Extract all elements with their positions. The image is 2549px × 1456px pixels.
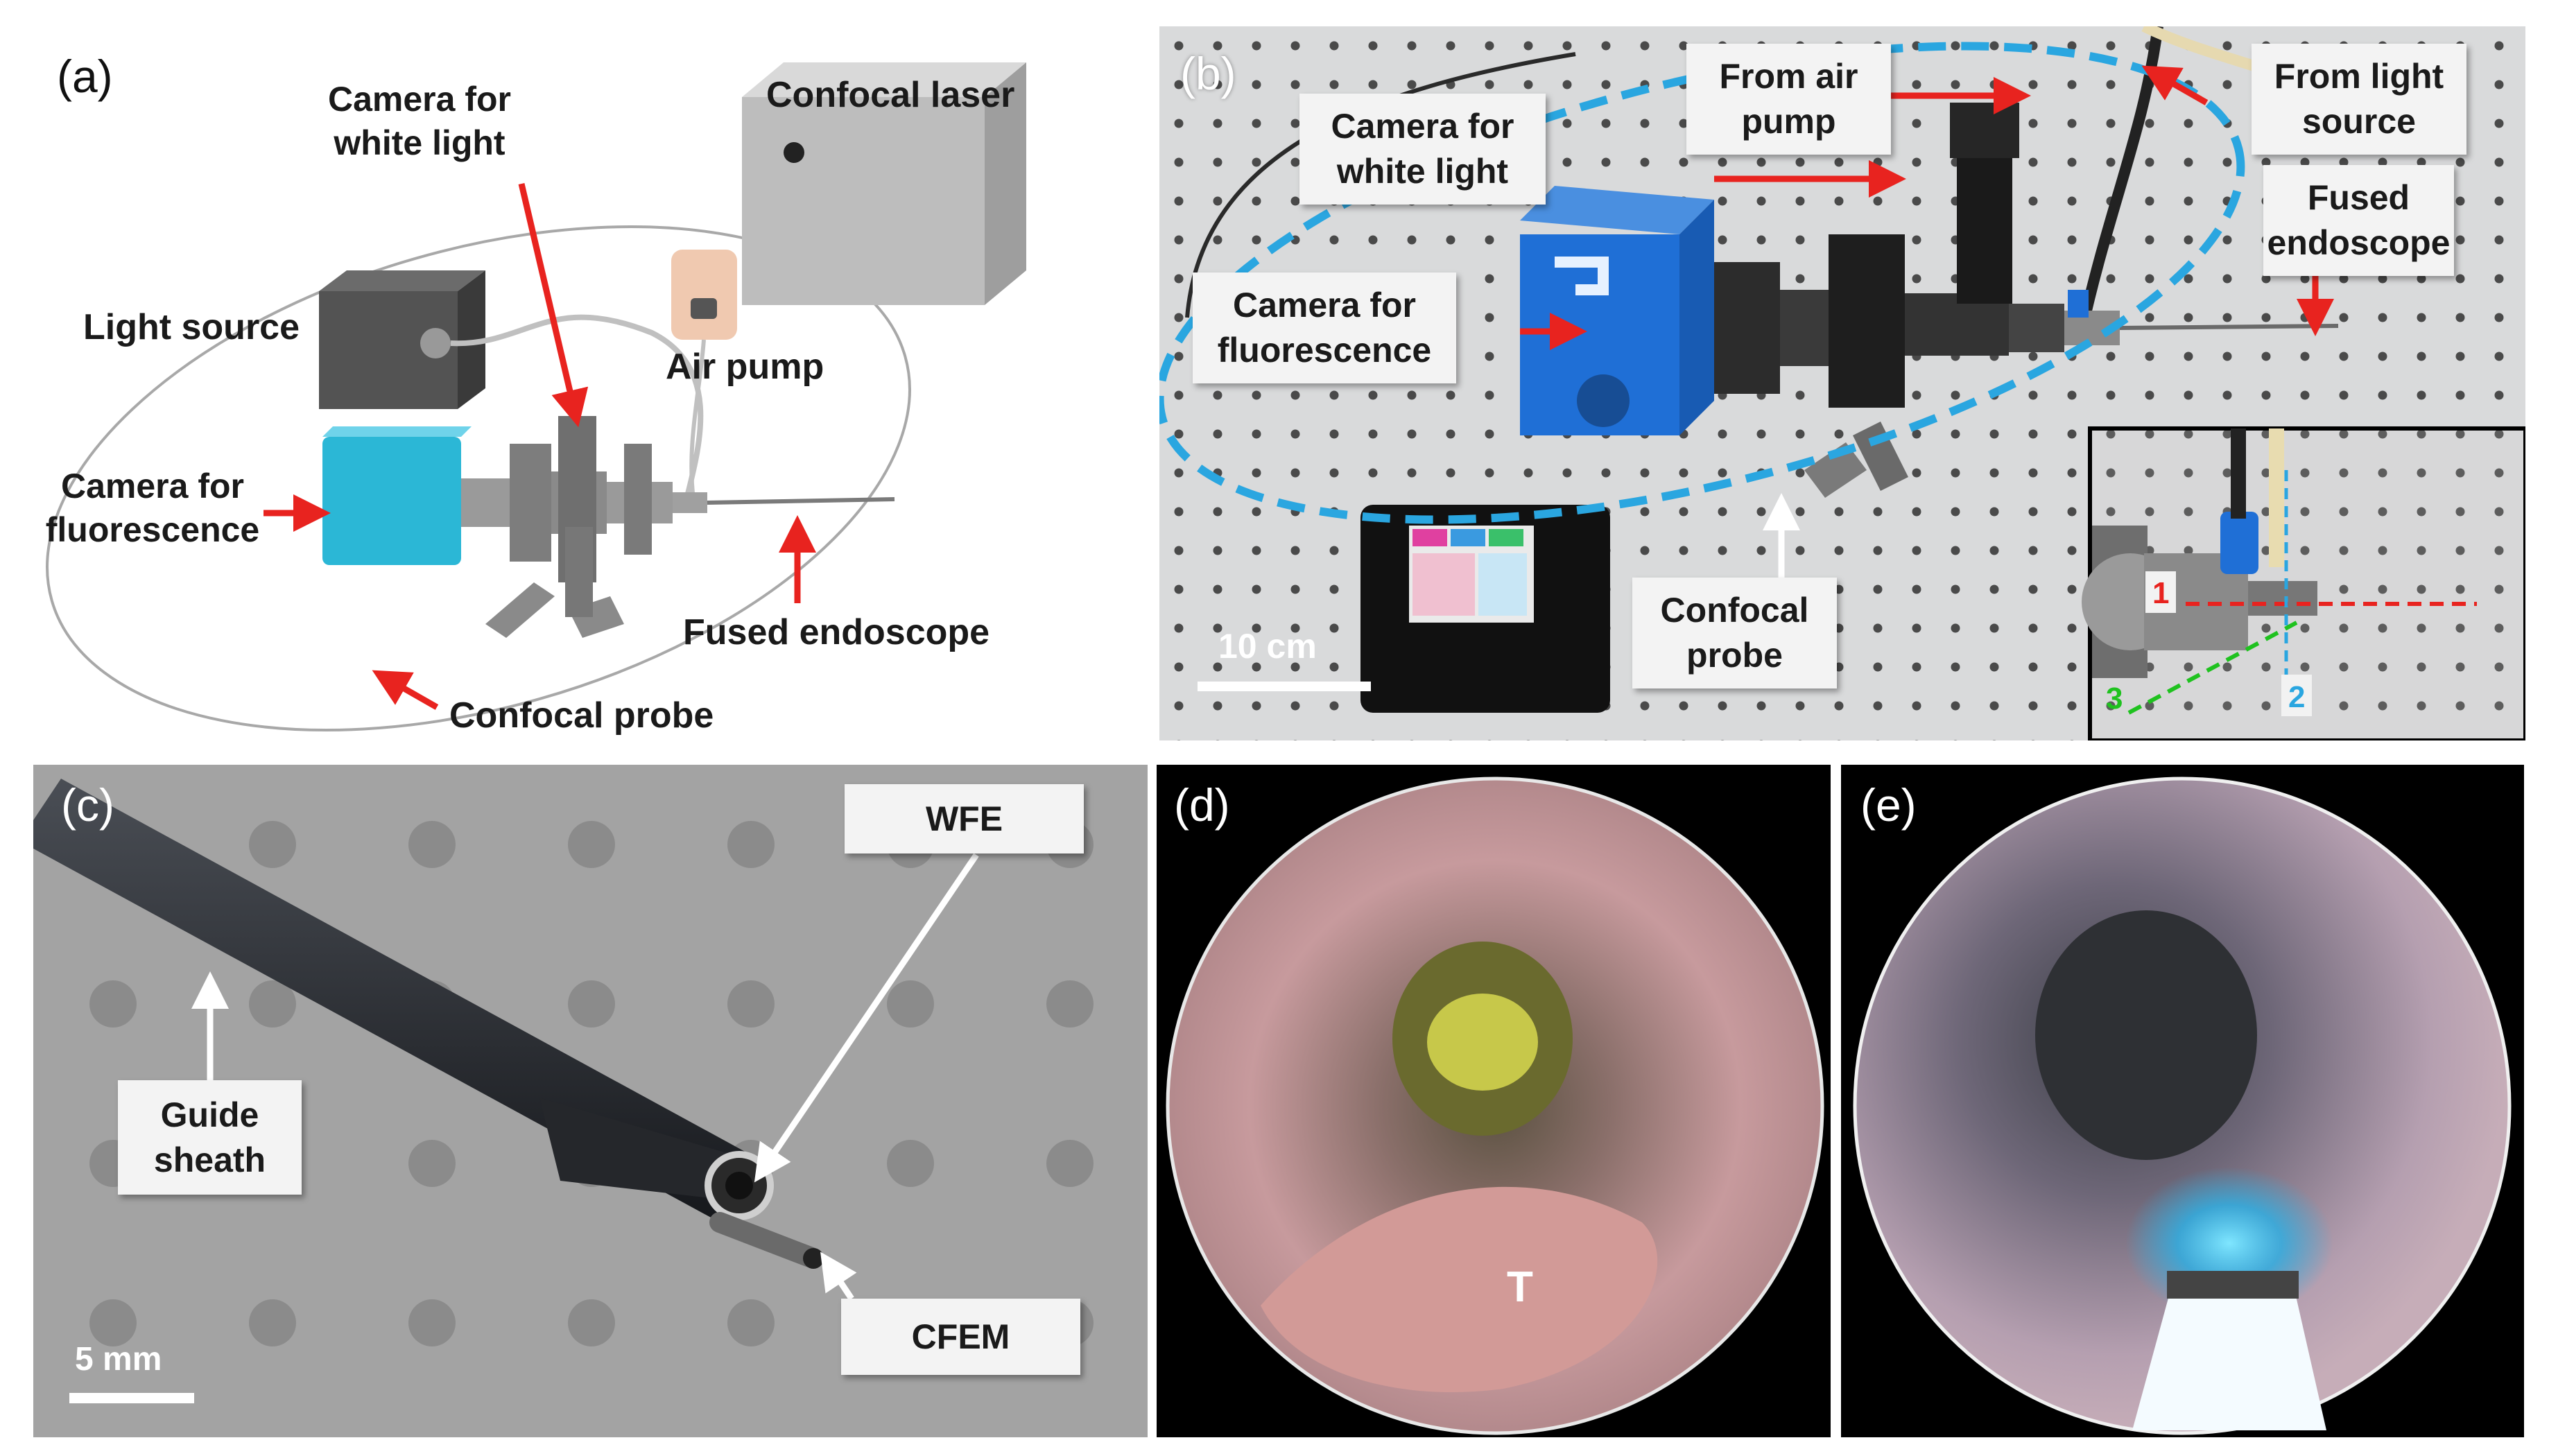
scale-bar-b: [1198, 682, 1371, 691]
arrow-cfem: [820, 1251, 857, 1301]
light-guide-cable: [450, 314, 704, 500]
label-wfe: WFE: [845, 784, 1084, 853]
panel-d: (d) T: [1157, 765, 1831, 1437]
endoscope-rod-b: [2119, 324, 2339, 330]
label-camera-white-b: Camera for white light: [1299, 94, 1546, 205]
panel-d-endoscopy: [1166, 777, 1824, 1435]
panel-b: (b) From air pump From light source Came…: [1159, 26, 2525, 740]
arrow-from-light-source: [2141, 65, 2209, 105]
label-cfem: CFEM: [841, 1299, 1080, 1375]
fluorescence-camera-model: [322, 426, 472, 565]
panel-a: (a) Camera for white light Confocal lase…: [0, 0, 1151, 756]
panel-c: (c) WFE Guide sheath CFEM 5 mm: [33, 765, 1148, 1437]
cfem-probe: [709, 1212, 820, 1267]
arrow-camera-white: [518, 182, 589, 428]
confocal-laser-box: [742, 62, 1026, 305]
tumor-mark-t: T: [1507, 1263, 1533, 1311]
label-guide-sheath: Guide sheath: [118, 1080, 302, 1195]
inset-closeup: [2082, 426, 2525, 740]
label-camera-white-light: Camera for white light: [328, 80, 511, 162]
inset-label-2: 2: [2288, 680, 2306, 714]
label-camera-fluorescence: Camera for fluorescence: [45, 467, 260, 549]
air-pump-tube: [689, 339, 706, 500]
inset-label-1: 1: [2152, 576, 2170, 610]
label-confocal-probe-b: Confocal probe: [1632, 578, 1837, 688]
inset-label-3: 3: [2106, 682, 2123, 716]
panel-b-label: (b): [1180, 48, 1236, 99]
label-confocal-laser: Confocal laser: [766, 75, 1015, 115]
scale-bar-b-label: 10 cm: [1218, 627, 1317, 666]
arrow-confocal-probe: [372, 670, 439, 710]
light-source-box: [319, 270, 485, 409]
label-from-air-pump: From air pump: [1686, 44, 1891, 155]
guide-sheath-tip: [539, 1098, 741, 1202]
panel-e: (e): [1841, 765, 2524, 1437]
label-fused-endoscope: Fused endoscope: [683, 612, 990, 652]
panel-e-endoscopy: [1853, 777, 2512, 1435]
panel-c-label: (c): [61, 779, 114, 831]
panel-a-illustration: [46, 62, 1026, 731]
instrument-tablet: [1360, 505, 1610, 713]
arrow-wfe: [754, 853, 979, 1183]
air-pump: [671, 250, 737, 340]
panel-e-label: (e): [1860, 779, 1917, 831]
scale-bar-c-label: 5 mm: [75, 1341, 162, 1378]
fluorescence-camera: [1520, 186, 1714, 435]
green-fluid: [1427, 994, 1538, 1091]
panel-d-label: (d): [1174, 779, 1230, 831]
probe-tip-e: [2132, 1278, 2326, 1430]
panel-a-label: (a): [57, 51, 113, 102]
label-confocal-probe: Confocal probe: [449, 695, 714, 736]
label-fused-endoscope-b: Fused endoscope: [2263, 165, 2454, 276]
label-light-source: Light source: [83, 307, 300, 347]
tumor-fold: [1261, 1186, 1658, 1392]
confocal-probe-outline: [1159, 42, 2245, 524]
optics-assembly: [461, 416, 707, 638]
confocal-probe-fiber: [46, 225, 911, 731]
label-camera-fluorescence-b: Camera for fluorescence: [1193, 272, 1456, 383]
scale-bar-c: [69, 1393, 194, 1403]
optics-rail: [1714, 103, 2120, 498]
lumen-e: [2035, 910, 2257, 1160]
label-from-light-source: From light source: [2252, 44, 2466, 155]
fused-endoscope-rod: [707, 497, 895, 505]
label-air-pump: Air pump: [666, 347, 824, 387]
